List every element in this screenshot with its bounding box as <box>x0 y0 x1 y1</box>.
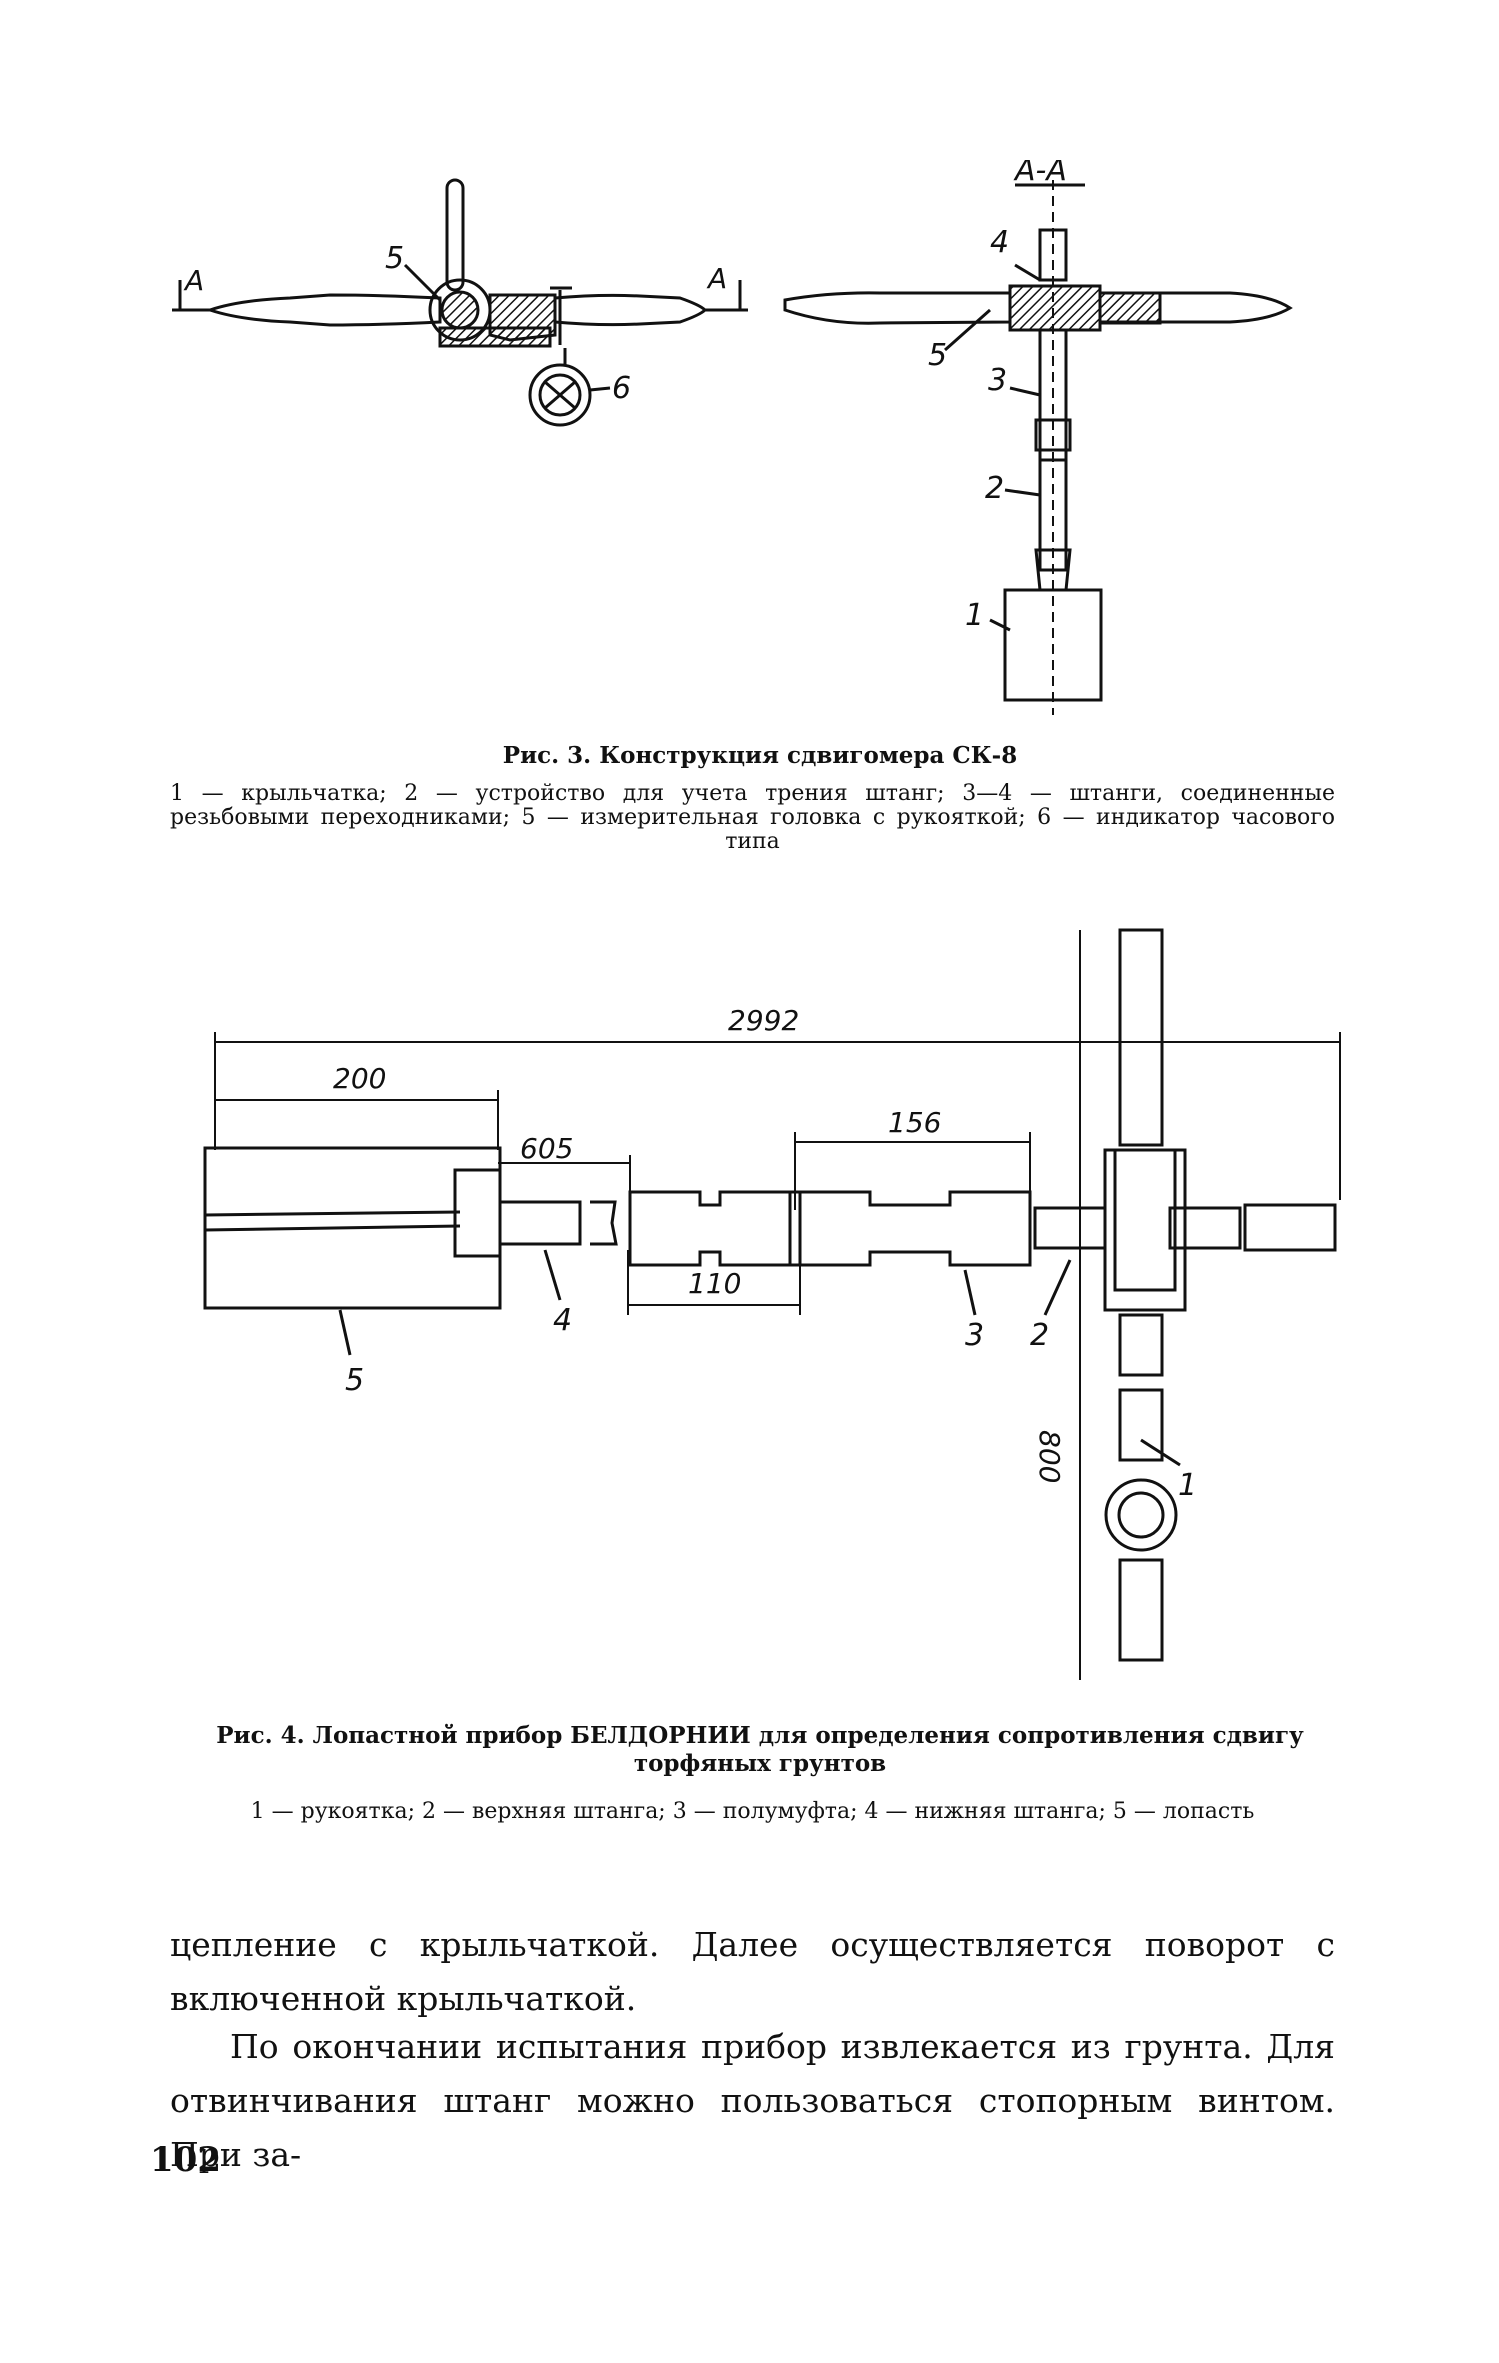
fig3-section-label: А-А <box>1013 160 1067 188</box>
body-paragraph-2: По окончании испытания прибор извлекаетс… <box>170 2027 1335 2174</box>
figure-4-drawing: 2992 200 605 156 110 800 5 4 3 2 1 <box>203 928 1341 1680</box>
figure-3-caption-legend: 1 — крыльчатка; 2 — устройство для учета… <box>170 781 1335 854</box>
figure-4-caption-title: Рис. 4. Лопастной прибор БЕЛДОРНИИ для о… <box>216 1722 1304 1777</box>
page-number: 102 <box>150 2140 221 2180</box>
fig4-callout-2: 2 <box>1030 1318 1049 1353</box>
fig3-callout-2: 2 <box>985 471 1004 506</box>
body-paragraph-1: цепление с крыльчаткой. Далее осуществля… <box>170 1925 1335 2018</box>
fig4-device <box>203 928 1341 1680</box>
fig4-dim-2992: 2992 <box>728 1004 799 1037</box>
fig3-callout-5-right: 5 <box>928 338 947 373</box>
fig4-dim-156: 156 <box>888 1106 941 1139</box>
fig4-dim-800: 800 <box>1033 1430 1066 1483</box>
figure-4-caption-legend: 1 — рукоятка; 2 — верхняя штанга; 3 — по… <box>250 1799 1255 1824</box>
fig3-cut-label-right: А <box>706 262 727 295</box>
fig3-callout-5-left: 5 <box>385 241 404 276</box>
fig4-dim-110: 110 <box>688 1267 741 1300</box>
fig4-callout-3: 3 <box>965 1318 984 1353</box>
fig4-callout-1: 1 <box>1178 1468 1197 1503</box>
fig3-plan-view <box>172 178 748 427</box>
fig4-dim-200: 200 <box>333 1062 386 1095</box>
figure-3-caption-title: Рис. 3. Конструкция сдвигомера СК-8 <box>502 742 1018 769</box>
fig4-dim-605: 605 <box>520 1132 573 1165</box>
fig4-callout-5: 5 <box>345 1363 364 1398</box>
fig3-cut-label-left: А <box>183 264 204 297</box>
fig3-section-view <box>783 180 1293 715</box>
fig3-callout-3: 3 <box>988 363 1007 398</box>
fig3-callout-6: 6 <box>612 371 631 406</box>
figure-3-drawing: А А 5 6 А-А 4 5 3 2 1 <box>172 160 1293 715</box>
fig4-callout-4: 4 <box>553 1303 572 1338</box>
fig3-callout-4: 4 <box>990 225 1009 260</box>
fig3-callout-1: 1 <box>965 598 984 633</box>
